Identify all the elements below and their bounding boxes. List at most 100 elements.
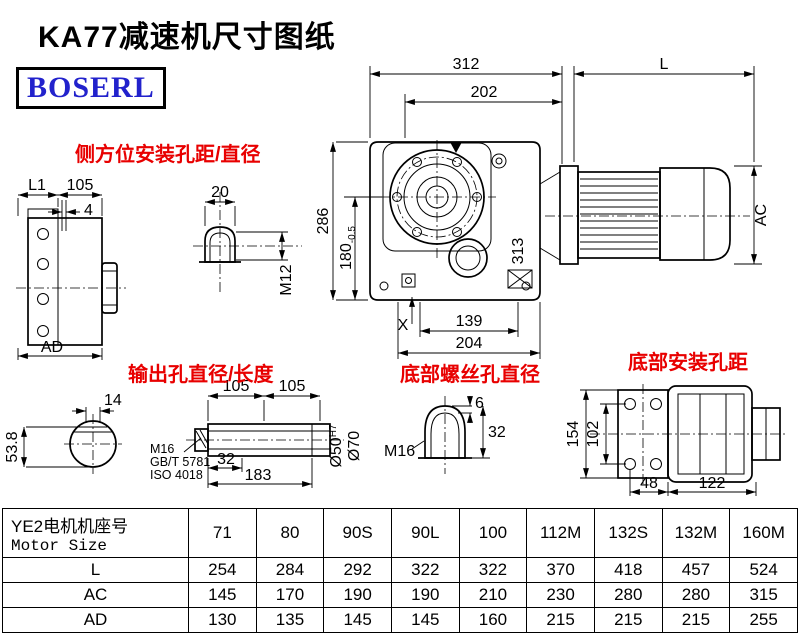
dim-AD-group: AD [17,339,103,360]
housing-hole-left [379,281,389,291]
table-cell: 190 [390,582,460,608]
main-view: 312 L 202 286 180-0.5 [315,56,770,359]
table-cell: 284 [255,557,325,583]
motor-rear-body [659,167,731,261]
label-output-hole: 输出孔直径/长度 [128,362,275,386]
bottom-mount-view: 154 102 48 122 [565,384,786,496]
table-cell: 370 [526,557,595,583]
side-view-body [27,217,103,346]
dim-M12-group: M12 [236,231,295,296]
dim-154: 154 [565,421,582,448]
motor-size-table: YE2电机机座号 Motor Size 71 80 90S 90L 100 11… [2,508,798,633]
col-header: 132M [661,508,731,558]
table-cell: 280 [593,582,663,608]
dim-105-105-group: 105 105 [207,378,321,421]
drain-plug-hole [405,277,412,284]
dim-53-8: 53.8 [4,431,21,462]
thread-M16: M16 [384,443,415,460]
dim-32-group: 32 [207,451,243,488]
dim-L-group: L [573,56,755,162]
x-marker: X [398,317,409,334]
dim-14: 14 [104,392,122,409]
m12-stud-outline [204,226,236,263]
col-header: 100 [458,508,528,558]
table-cell: 457 [661,557,731,583]
dim-202: 202 [471,84,498,101]
label-bottom-mount: 底部安装孔距 [628,350,748,374]
dim-48-122-group: 48 122 [629,470,757,496]
secondary-bore-outer [448,238,488,278]
dim-53-8-group: 53.8 [4,426,90,468]
table-cell: 524 [729,557,798,583]
motor-fin-body [577,171,661,259]
dim-312-group: 312 [369,56,563,164]
surface-mark-triangle [450,142,462,153]
table-cell: 254 [188,557,257,583]
red-annotations: 侧方位安装孔距/直径 输出孔直径/长度 底部螺丝孔直径 底部安装孔距 [75,142,748,386]
side-view-bolt-holes [37,228,49,337]
motor-fins [580,178,658,250]
table-cell: 215 [526,607,595,633]
technical-drawing: 312 L 202 286 180-0.5 [4,56,786,496]
side-view-step [27,208,59,218]
dim-183-group: 183 [208,458,313,488]
table-cell: 255 [729,607,798,633]
side-hole-detail: 20 M12 [193,184,302,296]
dim-105-a: 105 [223,378,250,395]
side-view: L1 105 4 AD [16,177,126,360]
boserl-logo-box: BOSERL [16,67,166,109]
table-cell: 135 [255,607,325,633]
dim-4-group: 4 [48,200,93,231]
boserl-logo-text: BOSERL [27,71,155,104]
eyebolt-hole-outer [491,153,507,169]
dim-L1: L1 [28,177,46,194]
table-row-L: L 254 284 292 322 322 370 418 457 524 [2,557,798,583]
table-row-AC: AC 145 170 190 190 210 230 280 280 315 [2,582,798,608]
drain-plug [401,273,416,288]
dim-102: 102 [585,421,602,448]
bolt-thread-M16: M16 [150,442,174,456]
col-header: 112M [526,508,595,558]
table-cell: 160 [458,607,528,633]
dim-102-group: 102 [585,403,626,465]
dim-L1-105-group: L1 105 [17,177,103,216]
dia-70: Ø70 [346,431,363,461]
gearbox-housing-outline [369,141,541,301]
table-cell: 215 [661,607,731,633]
bolt-leader-line [183,437,202,453]
bell-housing-bottom [539,247,561,261]
dim-313: 313 [510,238,527,265]
motor-flange [559,165,579,265]
label-side-mount: 侧方位安装孔距/直径 [75,142,261,166]
bottom-screw-detail: 6 32 M16 [384,395,506,474]
dim-32-depth: 32 [488,424,506,441]
dia-50H7: Ø50H7 [328,424,345,467]
dim-139: 139 [456,313,483,330]
header-en: Motor Size [11,536,108,555]
terminal-box [507,269,533,289]
dim-L: L [660,56,669,73]
dim-312: 312 [453,56,480,73]
table-cell: 145 [188,582,257,608]
page-title: KA77减速机尺寸图纸 [38,21,336,54]
table-cell: 418 [593,557,663,583]
header-cn: YE2电机机座号 [11,516,129,536]
dim-32: 32 [217,451,235,468]
dim-180-group: 180-0.5 [338,196,382,300]
eyebolt-hole-inner [495,157,503,165]
table-cell: 280 [661,582,731,608]
dim-4: 4 [84,202,93,219]
table-cell: 145 [323,607,392,633]
dim-154-group: 154 [565,389,618,479]
table-cell: 170 [255,582,325,608]
col-header: 90L [390,508,460,558]
table-corner-cell: YE2电机机座号 Motor Size [2,508,189,558]
label-bottom-screw: 底部螺丝孔直径 [400,362,540,386]
thread-M12: M12 [278,264,295,295]
dim-32b-group: 32 [467,406,506,459]
dim-183: 183 [245,467,272,484]
dim-286: 286 [315,208,332,235]
row-label-AC: AC [2,582,189,608]
col-header: 90S [323,508,392,558]
